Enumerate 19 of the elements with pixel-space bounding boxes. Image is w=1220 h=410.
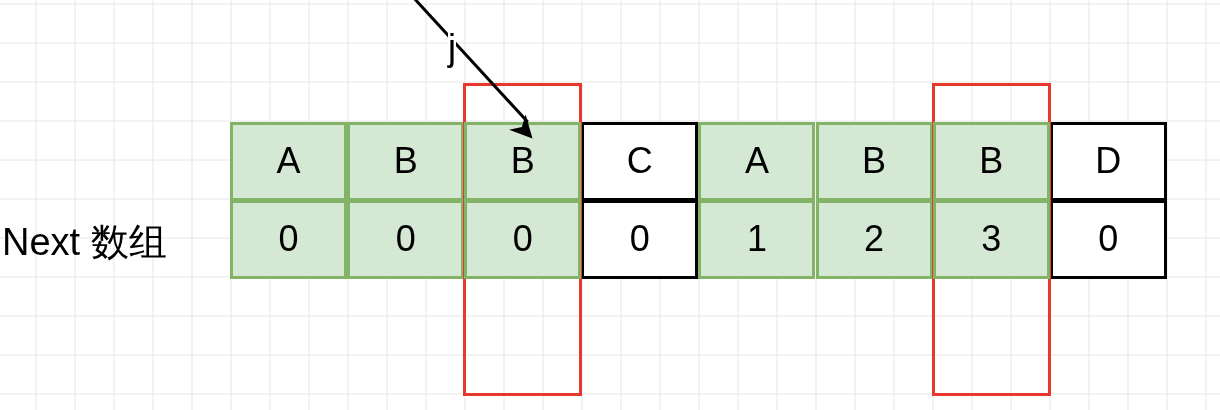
array-cell: 0 <box>347 200 465 279</box>
array-cell: B <box>932 122 1050 201</box>
array-cell: 0 <box>581 200 699 279</box>
array-cell: D <box>1049 122 1167 201</box>
highlight-frame <box>932 83 1051 396</box>
array-cell: B <box>815 122 933 201</box>
highlight-frame <box>463 83 582 396</box>
array-cell: B <box>464 122 582 201</box>
array-cell: B <box>347 122 465 201</box>
array-cell: A <box>230 122 348 201</box>
array-cell: 2 <box>815 200 933 279</box>
array-cell: A <box>698 122 816 201</box>
array-cell: 0 <box>464 200 582 279</box>
row-label: Next 数组 <box>2 220 167 265</box>
array-cell: C <box>581 122 699 201</box>
array-cell: 1 <box>698 200 816 279</box>
array-cell: 3 <box>932 200 1050 279</box>
array-cell: 0 <box>1049 200 1167 279</box>
array-cell: 0 <box>230 200 348 279</box>
